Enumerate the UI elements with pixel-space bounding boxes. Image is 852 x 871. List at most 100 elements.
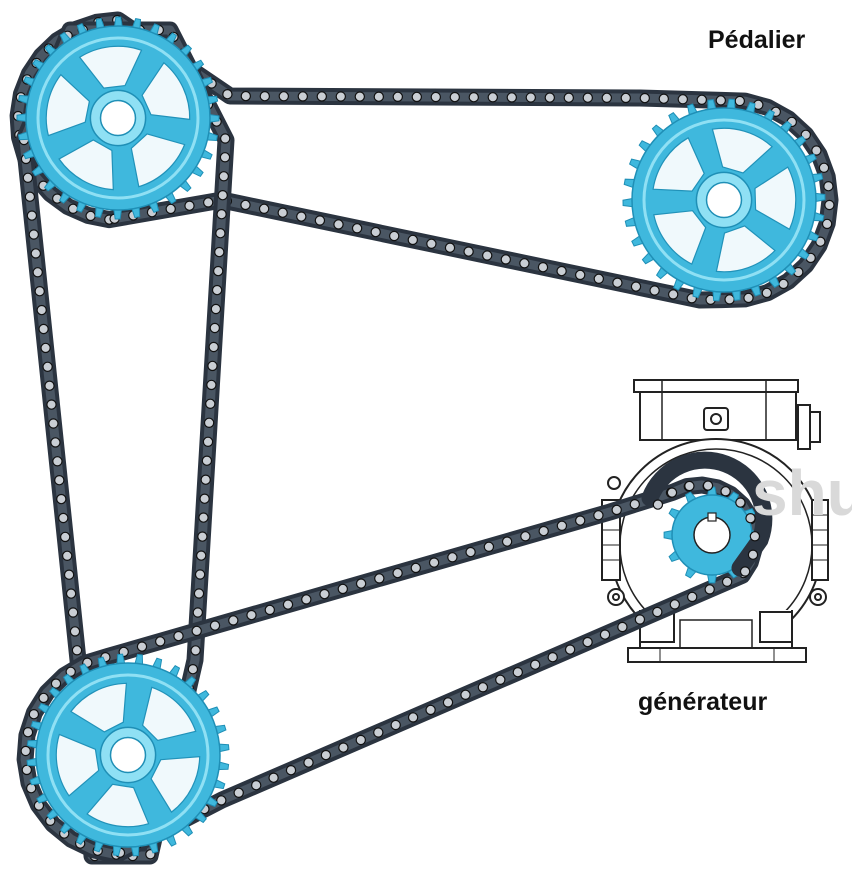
chain-roller bbox=[818, 162, 830, 173]
chain-roller bbox=[208, 341, 219, 353]
chain-roller bbox=[487, 92, 498, 103]
chain-roller bbox=[218, 171, 229, 182]
chain-roller bbox=[389, 230, 400, 242]
chain-roller bbox=[44, 380, 55, 391]
chain-roller bbox=[219, 133, 231, 144]
chain-roller bbox=[203, 417, 215, 428]
chain-roller bbox=[739, 566, 751, 577]
chain-roller bbox=[612, 277, 623, 288]
chain-roller bbox=[735, 497, 746, 508]
chain-roller bbox=[258, 203, 270, 214]
chain-roller bbox=[65, 588, 77, 599]
chain-roller bbox=[233, 787, 244, 799]
chain-roller bbox=[392, 91, 403, 103]
chain-roller bbox=[544, 92, 556, 103]
chain-roller bbox=[704, 584, 715, 595]
chain-roller bbox=[721, 576, 733, 588]
top-right-sprocket-icon bbox=[622, 98, 826, 302]
chain-roller bbox=[338, 742, 349, 753]
chain-roller bbox=[193, 588, 205, 599]
chain-roller bbox=[246, 609, 257, 621]
chain-roller bbox=[285, 765, 297, 776]
chain-roller bbox=[240, 90, 251, 102]
chain-roller bbox=[425, 704, 436, 716]
chain-roller bbox=[214, 246, 225, 258]
chain-roller bbox=[303, 757, 314, 768]
chain-roller bbox=[190, 645, 201, 656]
chain-roller bbox=[22, 727, 34, 738]
chain-roller bbox=[240, 199, 251, 211]
chain-roller bbox=[407, 234, 418, 246]
chain-roller bbox=[222, 88, 233, 100]
chain-roller bbox=[63, 569, 75, 580]
chain-roller bbox=[390, 719, 401, 731]
chain-roller bbox=[556, 265, 567, 277]
chain-roller bbox=[34, 286, 45, 297]
chain-roller bbox=[320, 749, 332, 761]
chain-roller bbox=[48, 418, 59, 429]
chain-roller bbox=[512, 667, 524, 678]
chain-roller bbox=[351, 223, 363, 234]
chain-roller bbox=[278, 91, 289, 102]
chain-roller bbox=[198, 512, 209, 523]
chain-roller bbox=[373, 727, 384, 738]
chain-roller bbox=[482, 250, 493, 261]
chain-roller bbox=[677, 94, 689, 105]
chain-roller bbox=[67, 607, 79, 618]
chain-roller bbox=[477, 682, 489, 693]
chain-roller bbox=[702, 480, 714, 491]
chain-roller bbox=[715, 95, 727, 106]
chain-roller bbox=[407, 712, 419, 723]
chain-roller bbox=[217, 189, 228, 201]
chain-roller bbox=[556, 520, 568, 532]
chain-roller bbox=[519, 258, 530, 269]
chain-roller bbox=[22, 172, 34, 183]
chain-roller bbox=[537, 262, 549, 273]
chain-roller bbox=[538, 525, 549, 537]
chain-roller bbox=[734, 95, 746, 107]
chain-roller bbox=[601, 92, 613, 104]
chain-roller bbox=[194, 569, 206, 580]
chain-roller bbox=[58, 512, 69, 524]
chain-roller bbox=[30, 248, 41, 259]
chain-roller bbox=[210, 303, 222, 315]
chain-roller bbox=[211, 284, 223, 296]
chain-roller bbox=[634, 614, 646, 625]
chain-roller bbox=[67, 203, 79, 214]
chain-roller bbox=[200, 474, 211, 485]
chain-roller bbox=[199, 493, 210, 504]
chain-roller bbox=[355, 734, 366, 746]
chain-roller bbox=[374, 573, 385, 584]
chain-roller bbox=[282, 599, 294, 610]
chain-roller bbox=[520, 531, 531, 542]
chain-roller bbox=[50, 678, 62, 689]
chain-roller bbox=[500, 254, 511, 265]
chain-roller bbox=[620, 92, 632, 104]
chain-roller bbox=[212, 265, 224, 277]
chain-roller bbox=[563, 92, 575, 103]
chain-roller bbox=[251, 780, 262, 791]
chain-roller bbox=[447, 552, 458, 563]
chain-roller bbox=[209, 620, 221, 631]
chain-roller bbox=[743, 292, 754, 304]
chain-roller bbox=[506, 92, 517, 103]
chain-roller bbox=[823, 180, 834, 192]
chain-roller bbox=[205, 398, 216, 409]
chain-roller bbox=[21, 764, 32, 776]
chain-roller bbox=[202, 436, 214, 447]
chain-roller bbox=[593, 510, 604, 521]
chain-roller bbox=[207, 360, 218, 372]
generator-label: générateur bbox=[638, 688, 768, 716]
chain-roller bbox=[173, 630, 184, 642]
chain-roller bbox=[259, 90, 270, 102]
chain-roller bbox=[483, 541, 495, 553]
chain-roller bbox=[611, 504, 622, 516]
top-left-sprocket-icon bbox=[16, 16, 220, 220]
chain-roller bbox=[720, 486, 731, 497]
chain-roller bbox=[26, 210, 38, 221]
chain-roller bbox=[28, 229, 39, 240]
chain-roller bbox=[192, 607, 203, 618]
chain-roller bbox=[297, 91, 308, 102]
chain-roller bbox=[296, 211, 307, 222]
chain-roller bbox=[61, 550, 73, 562]
